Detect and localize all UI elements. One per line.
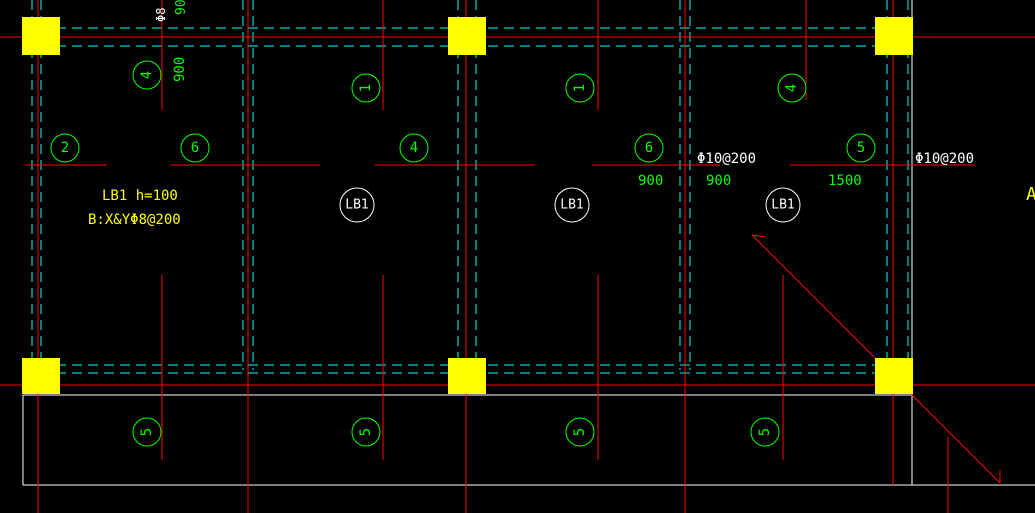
slab-label-3: LB1 bbox=[765, 187, 801, 223]
circle-label: 5 bbox=[857, 140, 865, 156]
column-bottom-mid bbox=[448, 358, 486, 394]
dimension-1500: 1500 bbox=[828, 173, 862, 189]
rebar-circle-mid-2: 2 bbox=[50, 133, 80, 163]
slab-label-text: LB1 bbox=[771, 198, 794, 213]
rebar-circle-mid-6a: 6 bbox=[180, 133, 210, 163]
column-bottom-right bbox=[875, 358, 913, 394]
rebar-circle-top-1a: 1 bbox=[351, 73, 381, 103]
column-top-right bbox=[875, 17, 913, 55]
rebar-circle-labels: 4 1 1 4 2 6 4 6 bbox=[50, 60, 876, 447]
rebar-circle-bot-5b: 5 bbox=[351, 417, 381, 447]
edge-annotation-char: A bbox=[1026, 184, 1035, 205]
columns bbox=[22, 17, 913, 394]
slab-label-2: LB1 bbox=[554, 187, 590, 223]
slab-outline bbox=[22, 0, 1035, 486]
partial-rebar-text: Φ8 bbox=[154, 8, 168, 22]
dimension-900-vertical: 900 bbox=[172, 57, 188, 82]
rebar-circle-bot-5c: 5 bbox=[565, 417, 595, 447]
rebar-circle-bot-5d: 5 bbox=[750, 417, 780, 447]
rebar-circle-top-4a: 4 bbox=[132, 60, 162, 90]
circle-label: 4 bbox=[410, 140, 418, 156]
slab-note-line-2: B:X&YΦ8@200 bbox=[88, 212, 181, 228]
column-top-left bbox=[22, 17, 60, 55]
circle-label: 6 bbox=[191, 140, 199, 156]
slab-label-text: LB1 bbox=[345, 198, 368, 213]
circle-label: 4 bbox=[784, 84, 800, 92]
dimension-900-right: 900 bbox=[706, 173, 731, 189]
circle-label: 5 bbox=[358, 428, 374, 436]
rebar-circle-mid-6b: 6 bbox=[634, 133, 664, 163]
rebar-spec-text-2: Φ10@200 bbox=[915, 151, 974, 167]
partial-dimension-text: 900 bbox=[174, 0, 189, 15]
circle-label: 1 bbox=[572, 84, 588, 92]
slab-note-line-1: LB1 h=100 bbox=[102, 188, 178, 204]
circle-label: 5 bbox=[757, 428, 773, 436]
diagonal-line-hook bbox=[751, 234, 766, 238]
column-top-mid bbox=[448, 17, 486, 55]
rebar-circle-bot-5a: 5 bbox=[132, 417, 162, 447]
column-bottom-left bbox=[22, 358, 60, 394]
rebar-circle-mid-4: 4 bbox=[399, 133, 429, 163]
rebar-spec-text-1: Φ10@200 bbox=[697, 151, 756, 167]
circle-label: 5 bbox=[572, 428, 588, 436]
circle-label: 5 bbox=[139, 428, 155, 436]
circle-label: 4 bbox=[139, 71, 155, 79]
rebar-circle-top-4b: 4 bbox=[777, 73, 807, 103]
circle-label: 2 bbox=[61, 140, 69, 156]
slab-label-text: LB1 bbox=[560, 198, 583, 213]
rebar-circle-top-1b: 1 bbox=[565, 73, 595, 103]
circle-label: 1 bbox=[358, 84, 374, 92]
slab-label-1: LB1 bbox=[339, 187, 375, 223]
circle-label: 6 bbox=[645, 140, 653, 156]
dimension-900-left: 900 bbox=[638, 173, 663, 189]
rebar-circle-mid-5: 5 bbox=[846, 133, 876, 163]
slab-labels: LB1 LB1 LB1 bbox=[339, 187, 801, 223]
